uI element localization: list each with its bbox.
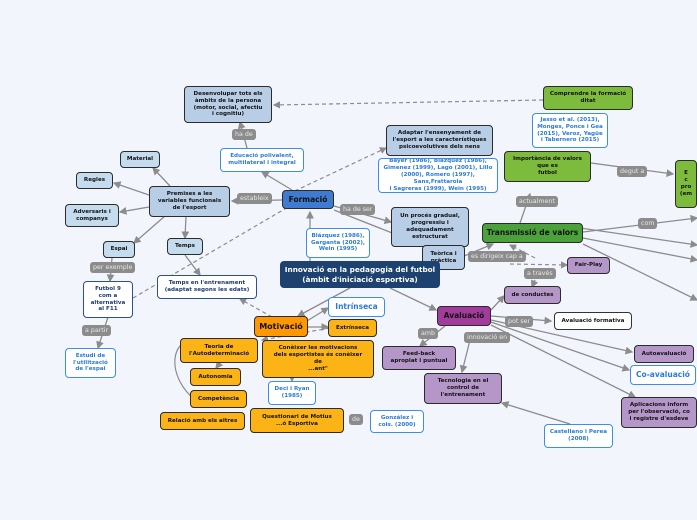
node-relacio-altres[interactable]: Relació amb els altres (160, 412, 245, 430)
node-intrinseca[interactable]: Intrínseca (328, 297, 385, 317)
node-desenvolupar[interactable]: Desenvolupar tots els àmbits de la perso… (184, 86, 272, 123)
node-deci-ryan[interactable]: Deci i Ryan (1985) (268, 381, 316, 405)
node-educacio-polivalent[interactable]: Educació polivalent, multilateral i inte… (220, 148, 304, 172)
node-right-green[interactable]: E c pro (em (675, 160, 697, 208)
node-coavaluacio[interactable]: Co-avaluació (630, 365, 696, 385)
label-innovacio-en: innovació en (464, 332, 511, 343)
node-blazquez[interactable]: Blázquez (1986), Garganta (2002), Wein (… (306, 228, 370, 258)
label-a-partir: a partir (82, 325, 112, 336)
label-pot-ser: pot ser (505, 316, 534, 327)
node-aplicacions[interactable]: Aplicacions inform per l'observació, co … (621, 397, 697, 428)
label-a-traves: a través (524, 268, 556, 279)
node-adaptar[interactable]: Adaptar l'ensenyament de l'esport a les … (386, 125, 493, 156)
node-avaluacio[interactable]: Avaluació (437, 306, 491, 326)
label-degut-a: degut a (617, 166, 648, 177)
node-castellano[interactable]: Castellano i Perea (2008) (544, 424, 613, 448)
node-teorica-practica[interactable]: Teòrica i pràctica (422, 245, 465, 270)
node-motivacio[interactable]: Motivació (254, 316, 308, 337)
node-autoavaluacio[interactable]: Autoavaluació (634, 345, 694, 363)
central-topic[interactable]: Innovació en la pedagogia del futbol (àm… (280, 261, 440, 288)
node-feedback[interactable]: Feed-back apropiat i puntual (382, 346, 456, 370)
label-estableix: estableix (237, 193, 272, 204)
label-per-exemple: per exemple (90, 262, 136, 273)
node-fair-play[interactable]: Fair-Play (567, 257, 610, 274)
node-tecnologia[interactable]: Tecnologia en el control de l'entrenamen… (424, 373, 502, 404)
node-transmissio-valors[interactable]: Transmissió de valors (482, 223, 583, 243)
node-temps-entrenament[interactable]: Temps en l'entrenament (adaptat segons l… (157, 275, 257, 299)
node-proces-gradual[interactable]: Un procés gradual, progressiu i adequada… (391, 207, 469, 247)
node-importancia-valors[interactable]: Importància de valors que es futbol (504, 151, 591, 182)
node-estudi-espai[interactable]: Estudi de l'utilització de l'espai (65, 348, 116, 378)
label-amb: amb (418, 328, 438, 339)
label-de: de (349, 414, 363, 425)
node-temps[interactable]: Temps (167, 238, 203, 255)
label-ha-de-ser: ha de ser (340, 204, 376, 215)
node-comprendre[interactable]: Comprendre la formació ditat (543, 86, 633, 110)
node-questionari[interactable]: Questionari de Motius ...ó Esportiva (250, 408, 344, 433)
node-conductes[interactable]: de conductes (504, 286, 561, 304)
node-avaluacio-formativa[interactable]: Avaluació formativa (554, 312, 632, 330)
node-coneixer-motivacions[interactable]: Conèixer les motivacions dels esportiste… (262, 340, 374, 378)
node-jasso[interactable]: Jasso et al. (2013), Monges, Ponce i Gea… (532, 113, 608, 148)
node-teoria-autodeterminacio[interactable]: Teoria de l'Autodeterminació (180, 338, 258, 363)
node-autonomia[interactable]: Autonomia (190, 368, 241, 386)
label-com: com (638, 218, 658, 229)
label-ha-de: ha de (232, 129, 256, 140)
node-regles[interactable]: Regles (76, 172, 113, 189)
node-futbol9[interactable]: Futbol 9 com a alternativa al F11 (83, 281, 133, 318)
node-extrinseca[interactable]: Extrínseca (328, 319, 377, 337)
node-adversaris[interactable]: Adversaris i companys (65, 204, 119, 227)
node-competencia[interactable]: Competència (190, 390, 247, 408)
node-espai[interactable]: Espai (103, 241, 135, 258)
node-premises[interactable]: Premises a les variables funcionals de l… (149, 186, 230, 217)
node-formacio[interactable]: Formació (282, 190, 334, 209)
node-bayer[interactable]: Bayer (1986), Blázquez (1986), Gimenez (… (378, 158, 498, 193)
label-es-dirigeix: es dirigeix cap a (468, 251, 526, 262)
label-actualment: actualment (516, 196, 558, 207)
node-material[interactable]: Material (120, 151, 160, 168)
node-gonzalez[interactable]: González i cols. (2000) (370, 410, 424, 433)
